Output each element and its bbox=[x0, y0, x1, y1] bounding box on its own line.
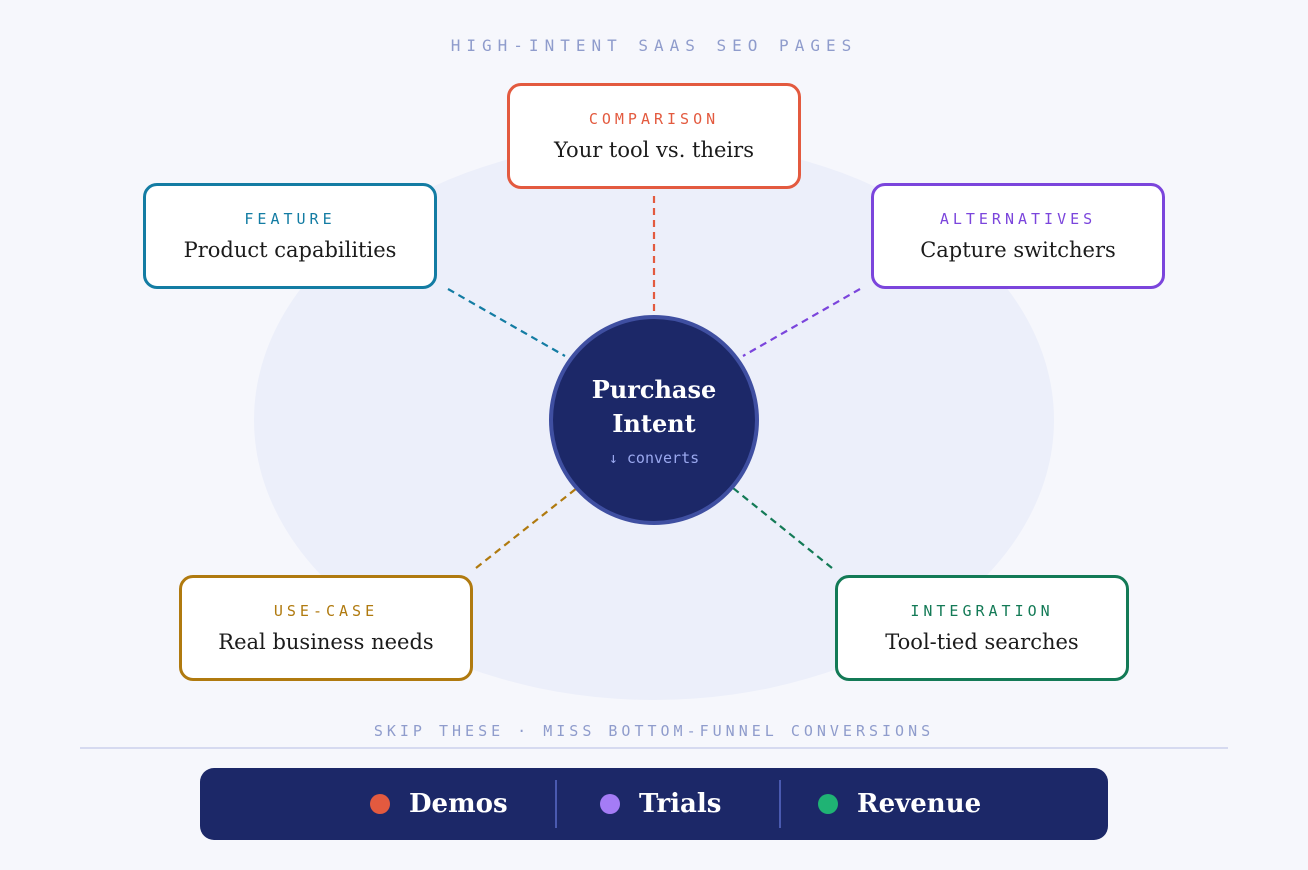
node-description: Tool-tied searches bbox=[885, 630, 1079, 654]
connector-feature bbox=[447, 288, 566, 357]
node-comparison: COMPARISON Your tool vs. theirs bbox=[507, 83, 801, 189]
outcome-revenue: Revenue bbox=[818, 768, 981, 840]
node-description: Real business needs bbox=[218, 630, 434, 654]
node-kicker: ALTERNATIVES bbox=[939, 210, 1097, 228]
connector-alternatives bbox=[742, 288, 861, 357]
node-integration: INTEGRATION Tool-tied searches bbox=[835, 575, 1129, 681]
outcome-separator bbox=[555, 780, 557, 828]
outcome-label: Demos bbox=[409, 789, 508, 819]
purchase-intent-hub: Purchase Intent ↓ converts bbox=[549, 315, 759, 525]
hub-subtitle: ↓ converts bbox=[608, 449, 700, 467]
node-description: Product capabilities bbox=[183, 238, 397, 262]
outcome-separator bbox=[779, 780, 781, 828]
node-feature: FEATURE Product capabilities bbox=[143, 183, 437, 289]
divider bbox=[80, 747, 1228, 749]
status-dot bbox=[818, 794, 838, 814]
footer-note: SKIP THESE · MISS BOTTOM-FUNNEL CONVERSI… bbox=[373, 722, 935, 740]
status-dot bbox=[600, 794, 620, 814]
node-kicker: FEATURE bbox=[244, 210, 336, 228]
outcome-label: Trials bbox=[639, 789, 722, 819]
node-kicker: COMPARISON bbox=[588, 110, 720, 128]
outcome-trials: Trials bbox=[600, 768, 721, 840]
status-dot bbox=[370, 794, 390, 814]
node-use-case: USE-CASE Real business needs bbox=[179, 575, 473, 681]
node-alternatives: ALTERNATIVES Capture switchers bbox=[871, 183, 1165, 289]
node-description: Capture switchers bbox=[920, 238, 1116, 262]
node-kicker: INTEGRATION bbox=[910, 602, 1054, 620]
node-kicker: USE-CASE bbox=[273, 602, 379, 620]
outcome-label: Revenue bbox=[857, 789, 982, 819]
outcomes-bar: Demos Trials Revenue bbox=[200, 768, 1108, 840]
connector-use-case bbox=[475, 487, 578, 569]
hub-title: Purchase Intent bbox=[591, 375, 717, 438]
connector-integration bbox=[732, 487, 833, 569]
outcome-demos: Demos bbox=[370, 768, 508, 840]
diagram-heading: HIGH-INTENT SAAS SEO PAGES bbox=[450, 36, 858, 55]
node-description: Your tool vs. theirs bbox=[554, 138, 754, 162]
